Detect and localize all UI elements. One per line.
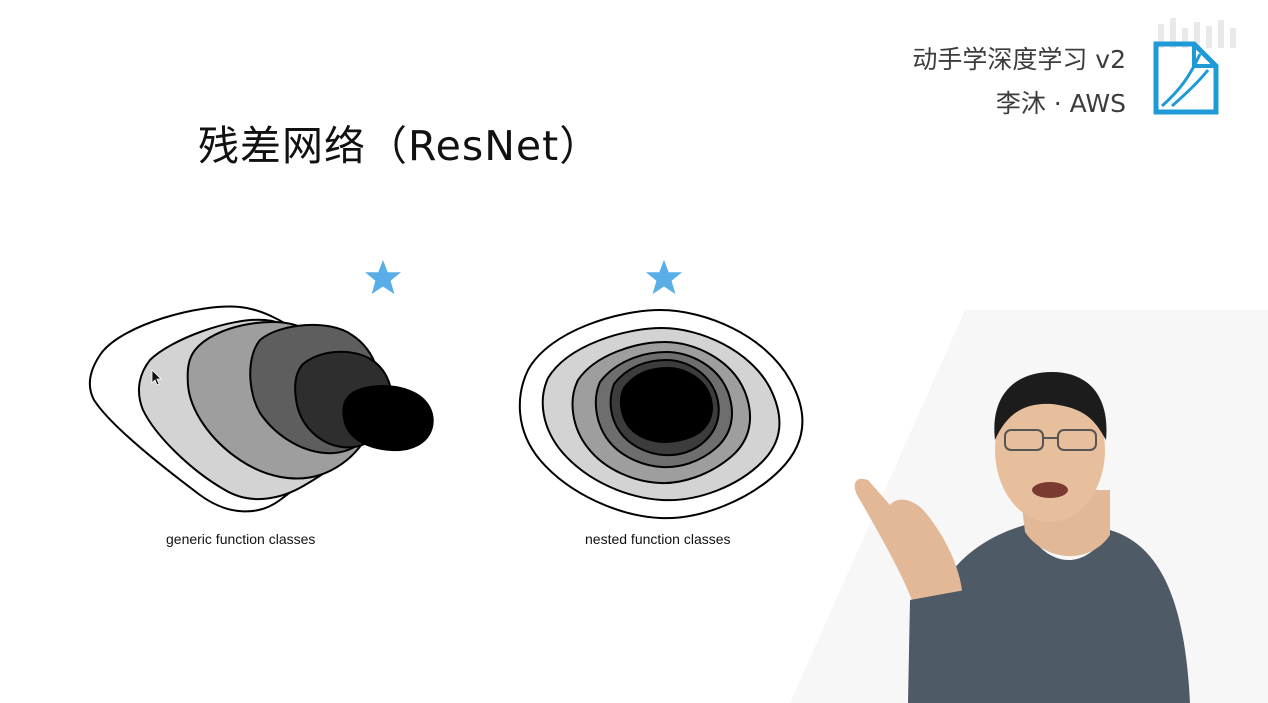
presenter-shirt <box>910 525 1190 703</box>
generic-function-classes-diagram <box>88 305 434 513</box>
star-icon <box>645 259 683 295</box>
watermark-logo <box>1158 18 1236 48</box>
function-class-region <box>342 385 434 452</box>
course-header: 动手学深度学习 v2 李沐 · AWS <box>912 38 1126 126</box>
generic-function-classes-caption: generic function classes <box>166 531 316 547</box>
nested-function-classes-diagram <box>518 308 804 520</box>
course-title: 动手学深度学习 v2 <box>912 45 1126 74</box>
course-author: 李沐 · AWS <box>995 89 1126 118</box>
mouse-pointer-icon <box>151 369 162 386</box>
nested-function-classes-caption: nested function classes <box>585 531 731 547</box>
presenter-face <box>995 378 1105 522</box>
star-icon <box>364 259 402 295</box>
presenter-video <box>790 310 1268 703</box>
d2l-logo-icon <box>1153 41 1219 115</box>
nested-class-region <box>619 366 713 444</box>
presenter-hair <box>994 372 1107 440</box>
slide-title: 残差网络（ResNet） <box>198 122 602 170</box>
